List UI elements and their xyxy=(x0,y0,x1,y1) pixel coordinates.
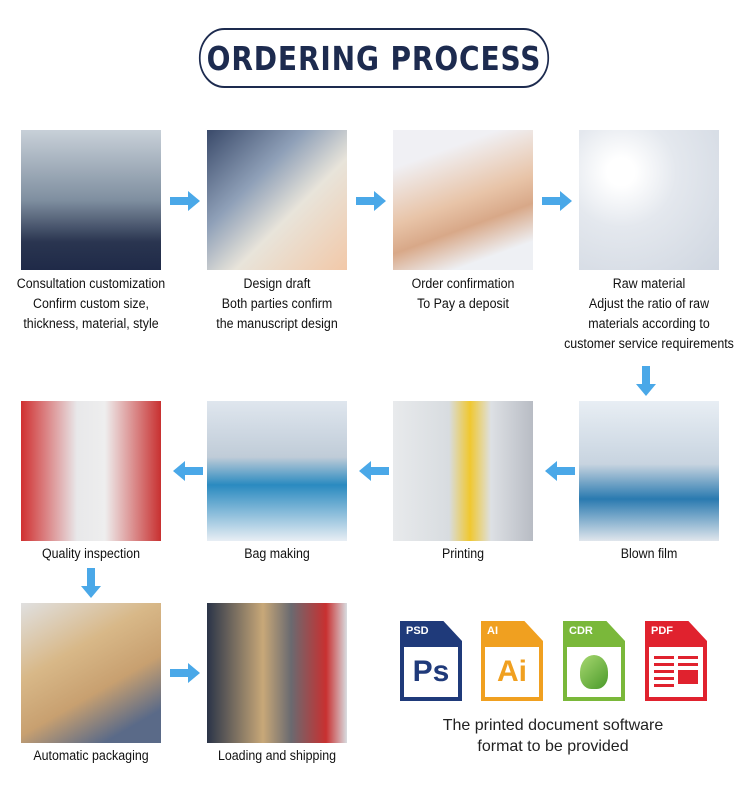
arrow-right-icon xyxy=(356,191,386,211)
file-label: PSD xyxy=(406,625,429,637)
arrow-left-icon xyxy=(359,461,389,481)
caption-blown-film: Blown film xyxy=(620,546,678,561)
cdr-file-icon: CDR xyxy=(563,621,625,701)
caption-packaging: Automatic packaging xyxy=(33,748,149,763)
photo-shipping xyxy=(207,603,347,743)
caption-shipping: Loading and shipping xyxy=(217,748,337,763)
photo-blown-film xyxy=(579,401,719,541)
caption-bag-making: Bag making xyxy=(244,546,310,561)
photo-quality xyxy=(21,401,161,541)
photo-raw-material xyxy=(579,130,719,270)
caption-line: materials according to xyxy=(588,316,710,331)
caption-line: the manuscript design xyxy=(216,316,338,331)
caption-printing: Printing xyxy=(441,546,485,561)
arrow-right-icon xyxy=(170,191,200,211)
caption-line: Adjust the ratio of raw xyxy=(588,296,710,311)
caption-line: thickness, material, style xyxy=(23,316,159,331)
caption-line: Order confirmation xyxy=(411,276,515,291)
caption-line: Design draft xyxy=(243,276,311,291)
pdf-document-icon xyxy=(649,647,703,697)
photo-bag-making xyxy=(207,401,347,541)
psd-file-icon: PSD Ps xyxy=(400,621,462,701)
caption-line: Both parties confirm xyxy=(221,296,333,311)
file-glyph: Ai xyxy=(485,647,539,697)
photo-design xyxy=(207,130,347,270)
photo-consultation xyxy=(21,130,161,270)
arrow-right-icon xyxy=(170,663,200,683)
caption-quality: Quality inspection xyxy=(41,546,141,561)
arrow-down-icon xyxy=(81,568,101,598)
file-label: CDR xyxy=(569,625,593,637)
caption-line: Raw material xyxy=(612,276,686,291)
photo-packaging xyxy=(21,603,161,743)
arrow-down-icon xyxy=(636,366,656,396)
corel-logo-icon xyxy=(567,647,621,697)
file-label: PDF xyxy=(651,625,673,637)
file-label: AI xyxy=(487,625,498,637)
arrow-left-icon xyxy=(545,461,575,481)
note-line: The printed document software xyxy=(442,717,664,734)
pdf-file-icon: PDF xyxy=(645,621,707,701)
page-title: ORDERING PROCESS xyxy=(198,28,550,88)
file-glyph: Ps xyxy=(404,647,458,697)
caption-line: Consultation customization xyxy=(16,276,166,291)
photo-handshake xyxy=(393,130,533,270)
arrow-right-icon xyxy=(542,191,572,211)
caption-order: Order confirmation To Pay a deposit xyxy=(377,274,548,314)
photo-printing xyxy=(393,401,533,541)
note-line: format to be provided xyxy=(477,738,629,755)
caption-line: customer service requirements xyxy=(564,336,734,351)
file-format-note: The printed document software format to … xyxy=(400,715,706,757)
arrow-left-icon xyxy=(173,461,203,481)
ai-file-icon: AI Ai xyxy=(481,621,543,701)
caption-line: Confirm custom size, xyxy=(33,296,149,311)
caption-line: To Pay a deposit xyxy=(417,296,509,311)
